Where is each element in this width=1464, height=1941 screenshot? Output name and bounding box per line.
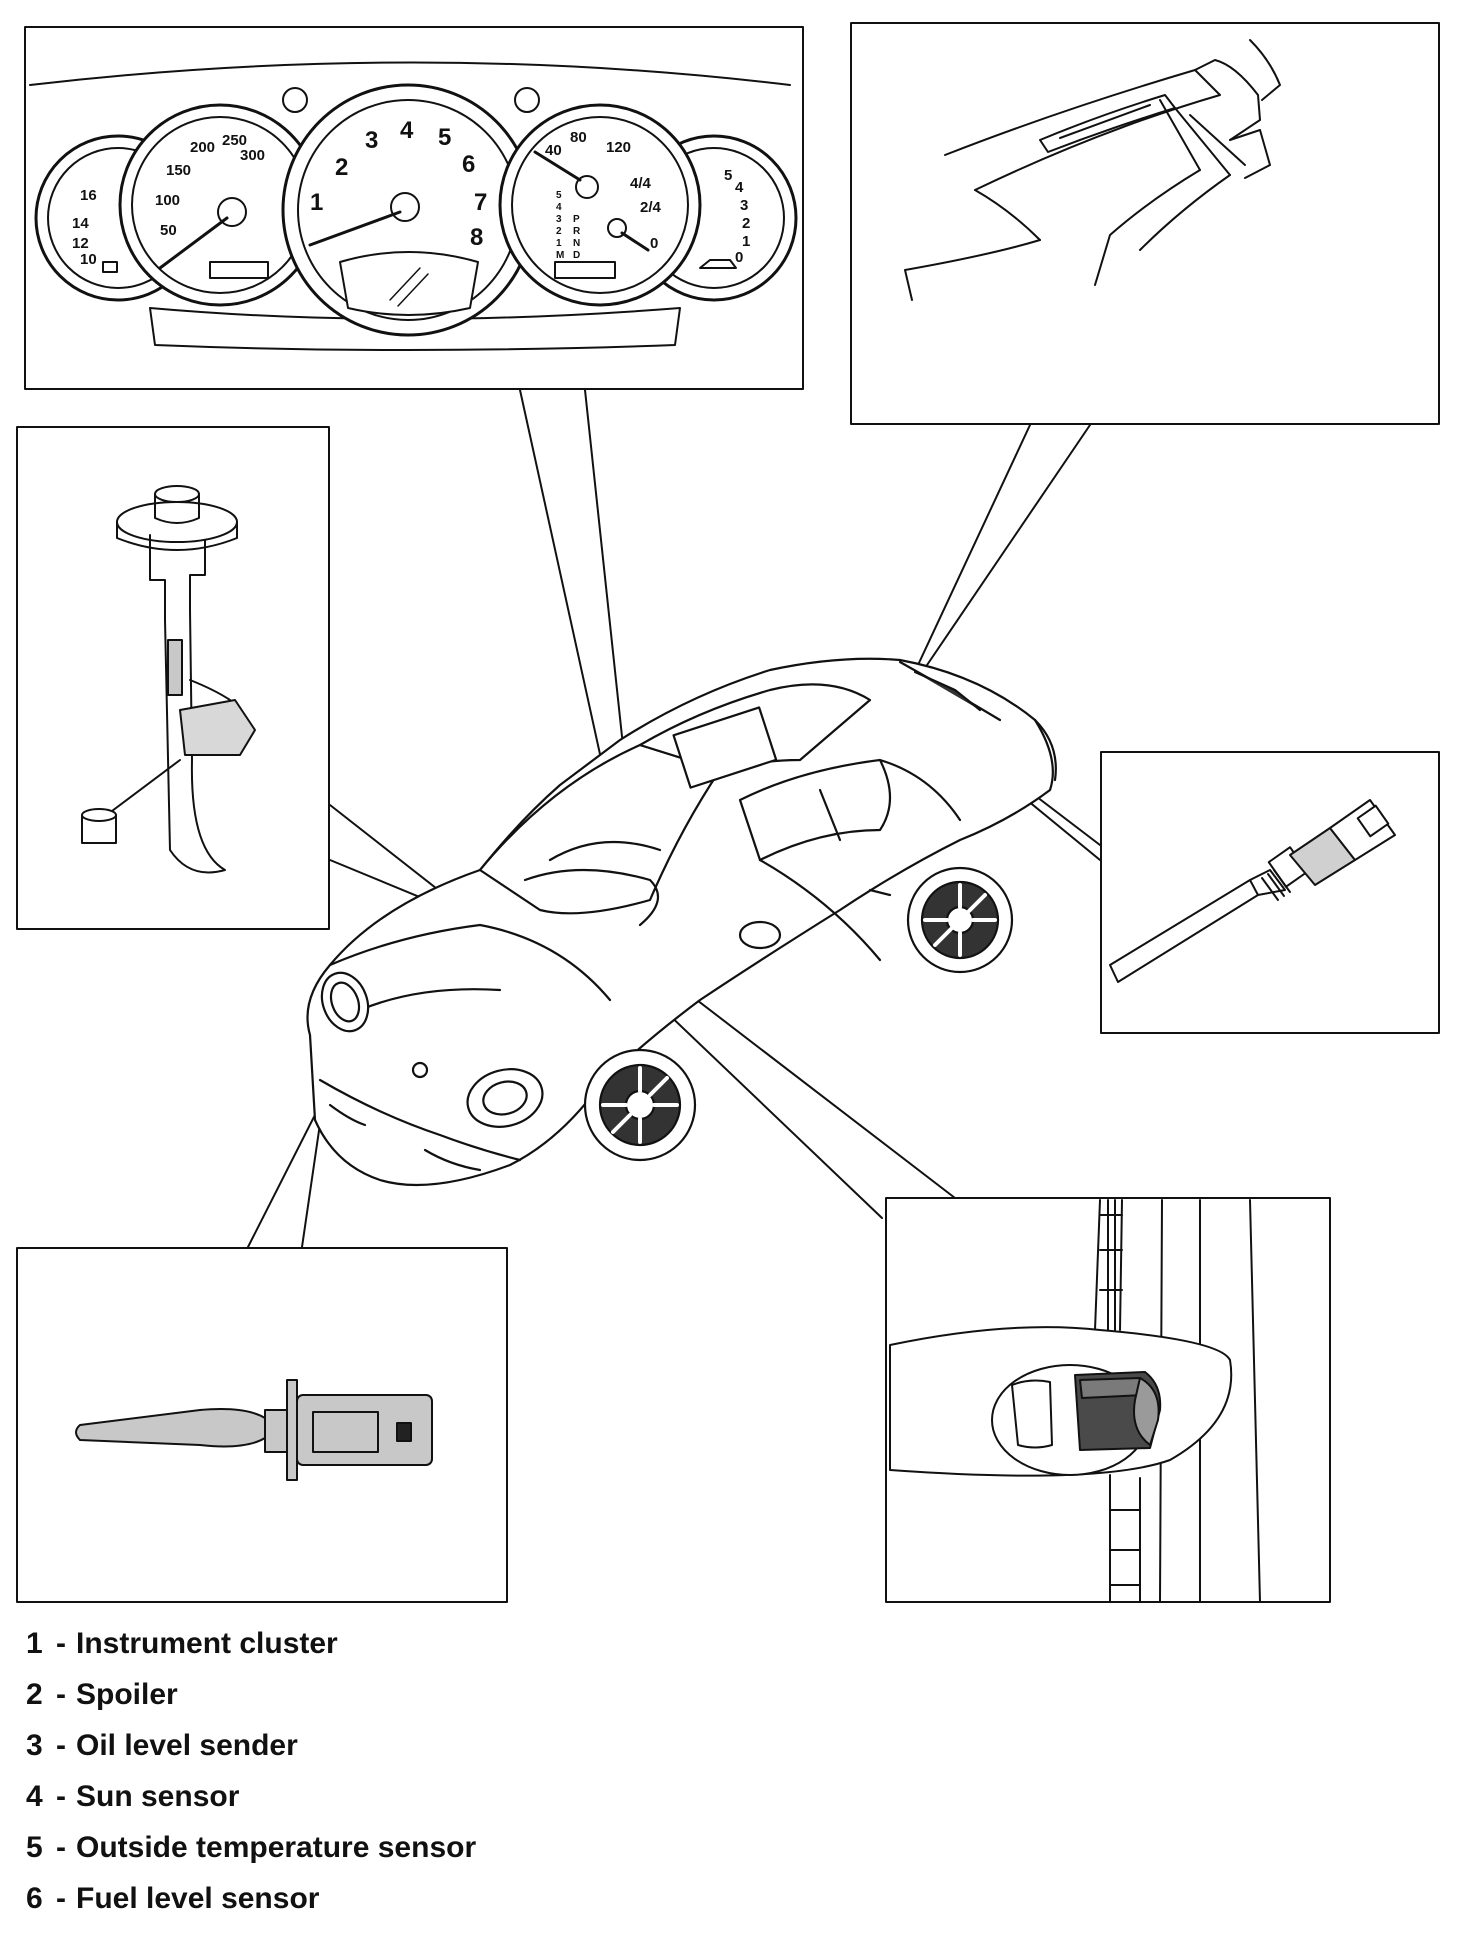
tach-tick-2: 2 — [335, 154, 348, 181]
temp-tick-16: 16 — [80, 187, 97, 204]
gear-right-p: P — [573, 214, 580, 225]
legend-number: 6 — [26, 1881, 43, 1915]
oil-tick-0: 0 — [735, 249, 743, 266]
legend: 1 - Instrument cluster 2 - Spoiler 3 - O… — [26, 1618, 926, 1924]
crest-icon — [411, 1061, 429, 1079]
speed-tick-150: 150 — [166, 162, 191, 179]
speed-tick-50: 50 — [160, 222, 177, 239]
gear-left-5: 5 — [556, 190, 562, 201]
clock-icon — [514, 87, 540, 113]
fuel-level-sensor-panel — [16, 426, 330, 930]
legend-separator: - — [56, 1779, 66, 1813]
legend-item-sun-sensor: 4 - Sun sensor — [26, 1771, 926, 1822]
fuel-gauge: 40 80 120 4/4 2/4 0 5 4 3 2 1 M P R N D — [498, 103, 702, 307]
fuel-tick-half: 2/4 — [640, 199, 662, 216]
oil-tick-2: 2 — [742, 215, 750, 232]
tach-tick-4: 4 — [400, 117, 414, 144]
instrument-cluster-panel: 16 14 12 10 5 4 3 2 1 0 50 100 150 200 2… — [24, 26, 804, 390]
legend-item-instrument-cluster: 1 - Instrument cluster — [26, 1618, 926, 1669]
gear-left-m: M — [556, 250, 564, 261]
speedometer: 50 100 150 200 250 300 — [118, 103, 322, 307]
legend-label: Fuel level sensor — [76, 1881, 320, 1915]
fuel-tick-full: 4/4 — [630, 175, 652, 192]
temp-tick-14: 14 — [72, 215, 89, 232]
components-diagram: 16 14 12 10 5 4 3 2 1 0 50 100 150 200 2… — [16, 22, 1440, 1603]
oil-tick-4: 4 — [735, 179, 744, 196]
small-speed-120: 120 — [606, 139, 631, 156]
oil-tick-1: 1 — [742, 233, 750, 250]
speed-tick-100: 100 — [155, 192, 180, 209]
legend-item-spoiler: 2 - Spoiler — [26, 1669, 926, 1720]
oil-level-sender-panel — [1100, 751, 1440, 1034]
gear-right-n: N — [573, 238, 580, 249]
legend-number: 2 — [26, 1677, 43, 1711]
small-speed-80: 80 — [570, 129, 587, 146]
legend-separator: - — [56, 1677, 66, 1711]
legend-label: Instrument cluster — [76, 1626, 338, 1660]
gear-right-d: D — [573, 250, 580, 261]
warning-light-icon — [282, 87, 308, 113]
legend-item-oil-level-sender: 3 - Oil level sender — [26, 1720, 926, 1771]
tachometer: 1 2 3 4 5 6 7 8 — [281, 83, 535, 337]
legend-separator: - — [56, 1728, 66, 1762]
legend-separator: - — [56, 1830, 66, 1864]
temp-tick-10: 10 — [80, 251, 97, 268]
gear-left-2: 2 — [556, 226, 562, 237]
tach-tick-8: 8 — [470, 224, 483, 251]
oil-tick-5: 5 — [724, 167, 732, 184]
legend-number: 5 — [26, 1830, 43, 1864]
speed-tick-200: 200 — [190, 139, 215, 156]
legend-number: 3 — [26, 1728, 43, 1762]
legend-label: Outside temperature sensor — [76, 1830, 477, 1864]
oil-tick-3: 3 — [740, 197, 748, 214]
legend-label: Spoiler — [76, 1677, 178, 1711]
car-illustration — [306, 657, 1057, 1187]
tach-tick-6: 6 — [462, 151, 475, 178]
spoiler-panel — [850, 22, 1440, 425]
gear-right-r: R — [573, 226, 581, 237]
tach-tick-7: 7 — [474, 189, 487, 216]
small-speed-40: 40 — [545, 142, 562, 159]
outside-temp-sensor-panel — [16, 1247, 508, 1603]
legend-item-fuel-level-sensor: 6 - Fuel level sensor — [26, 1873, 926, 1924]
fuel-tick-empty: 0 — [650, 235, 658, 252]
legend-separator: - — [56, 1881, 66, 1915]
gear-left-3: 3 — [556, 214, 562, 225]
tach-tick-5: 5 — [438, 124, 451, 151]
tach-tick-1: 1 — [310, 189, 323, 216]
tach-tick-3: 3 — [365, 127, 378, 154]
speed-tick-300: 300 — [240, 147, 265, 164]
speed-tick-250: 250 — [222, 132, 247, 149]
legend-separator: - — [56, 1626, 66, 1660]
legend-label: Oil level sender — [76, 1728, 298, 1762]
legend-label: Sun sensor — [76, 1779, 240, 1813]
gear-left-1: 1 — [556, 238, 562, 249]
legend-number: 1 — [26, 1626, 43, 1660]
temp-tick-12: 12 — [72, 235, 89, 252]
legend-number: 4 — [26, 1779, 43, 1813]
sun-sensor-panel — [885, 1197, 1331, 1603]
legend-item-outside-temperature-sensor: 5 - Outside temperature sensor — [26, 1822, 926, 1873]
gear-left-4: 4 — [556, 202, 562, 213]
